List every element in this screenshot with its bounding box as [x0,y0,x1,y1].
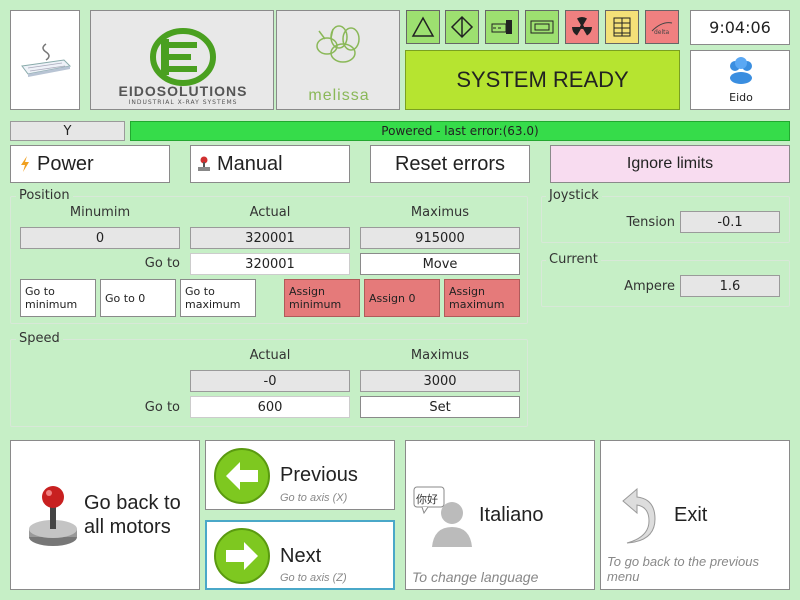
delta-tool-button[interactable]: delta [645,10,679,44]
eido-logo-mark [150,28,216,86]
goto-maximum-button[interactable]: Go to maximum [180,279,256,317]
speed-set-button[interactable]: Set [360,396,520,418]
language-button[interactable]: 你好 Italiano To change language [405,440,595,590]
speed-max-value: 3000 [360,370,520,392]
eido-logo-subtext: INDUSTRIAL X-RAY SYSTEMS [128,99,238,106]
language-glyph: 你好 [416,493,438,506]
speed-goto-label: Go to [144,400,180,415]
position-actual-value: 320001 [190,227,350,249]
diamond-icon [450,15,474,39]
position-min-value: 0 [20,227,180,249]
users-icon [730,57,752,84]
grid-tool-button[interactable] [605,10,639,44]
exit-label: Exit [674,504,708,526]
triangle-icon [411,16,435,37]
arrow-left-icon [214,448,270,504]
previous-button[interactable]: Previous Go to axis (X) [205,440,395,510]
lightning-icon [21,156,29,172]
joystick-icon [29,486,77,546]
radiation-tool-button[interactable] [565,10,599,44]
speed-group [10,339,528,427]
film-icon [530,20,554,34]
manual-label: Manual [217,152,283,175]
delta-logo-icon: delta [651,22,673,36]
assign-maximum-button[interactable]: Assign maximum [444,279,520,317]
assign-zero-button[interactable]: Assign 0 [364,279,440,317]
diamond-tool-button[interactable] [445,10,479,44]
user-button[interactable]: Eido [690,50,790,110]
position-title: Position [16,188,73,203]
exit-subtitle: To go back to the previous menu [607,554,760,584]
speed-actual-header: Actual [249,348,291,363]
power-status-bar: Powered - last error:(63.0) [130,121,790,141]
current-title: Current [546,252,601,267]
next-label: Next [280,545,322,567]
tension-label: Tension [626,215,675,230]
warning-tool-button[interactable] [406,10,440,44]
keyboard-icon [21,43,72,77]
tube-icon [491,20,512,34]
melissa-logo-text: melissa [308,87,370,104]
exit-button[interactable]: Exit To go back to the previous menu [600,440,790,590]
speed-title: Speed [16,331,63,346]
previous-label: Previous [280,464,358,486]
speaking-person-icon [413,486,472,547]
assign-minimum-button[interactable]: Assign minimum [284,279,360,317]
svg-text:delta: delta [654,29,670,36]
move-button[interactable]: Move [360,253,520,275]
previous-subtitle: Go to axis (X) [280,492,348,504]
current-group [541,260,790,307]
keyboard-button[interactable] [10,10,80,110]
back-all-motors-label: Go back to all motors [84,492,181,538]
tension-value: -0.1 [680,211,780,233]
detector-tool-button[interactable] [485,10,519,44]
melissa-logo: melissa [276,10,400,110]
power-button[interactable]: Power [10,145,170,183]
clock: 9:04:06 [690,10,790,45]
speed-max-header: Maximus [410,348,470,363]
ampere-label: Ampere [624,279,675,294]
speed-goto-input[interactable]: 600 [190,396,350,418]
position-goto-input[interactable]: 320001 [190,253,350,275]
goto-minimum-button[interactable]: Go to minimum [20,279,96,317]
ampere-value: 1.6 [680,275,780,297]
ignore-limits-button[interactable]: Ignore limits [550,145,790,183]
position-min-header: Minumim [69,205,131,220]
manual-button[interactable]: Manual [190,145,350,183]
joystick-title: Joystick [546,188,602,203]
system-status: SYSTEM READY [405,50,680,110]
radiation-icon [572,17,592,36]
joystick-group [541,196,790,243]
language-subtitle: To change language [412,569,539,585]
power-label: Power [37,152,94,175]
next-subtitle: Go to axis (Z) [280,572,347,584]
joystick-small-icon [198,156,210,171]
speed-actual-value: -0 [190,370,350,392]
eido-logo-text: EIDOSOLUTIONS [118,83,248,99]
film-tool-button[interactable] [525,10,559,44]
position-max-value: 915000 [360,227,520,249]
position-actual-header: Actual [249,205,291,220]
grid-icon [613,17,631,37]
eido-logo: EIDOSOLUTIONS INDUSTRIAL X-RAY SYSTEMS [90,10,274,110]
language-label: Italiano [479,504,544,526]
user-name: Eido [729,91,753,104]
position-goto-label: Go to [144,256,180,271]
reset-errors-button[interactable]: Reset errors [370,145,530,183]
arrow-right-icon [214,528,270,584]
exit-arrow-icon [622,487,656,544]
next-button[interactable]: Next Go to axis (Z) [205,520,395,590]
back-all-motors-button[interactable]: Go back to all motors [10,440,200,590]
bee-icon [316,25,360,63]
position-max-header: Maximus [410,205,470,220]
axis-indicator: Y [10,121,125,141]
goto-zero-button[interactable]: Go to 0 [100,279,176,317]
position-group [10,196,528,324]
